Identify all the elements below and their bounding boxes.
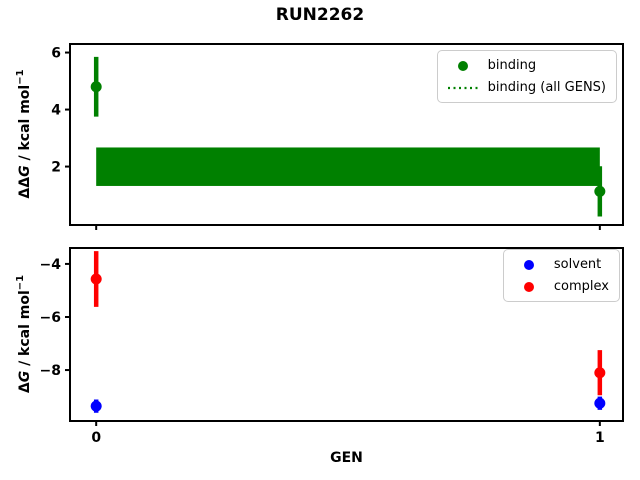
top-y-axis-label: ΔΔG / kcal mol−1 xyxy=(15,69,33,198)
panel0-ytick-label-1: 4 xyxy=(51,103,61,119)
solvent-marker-icon xyxy=(512,259,546,270)
ylabel-bottom-variable: G xyxy=(16,370,33,383)
legend-label-binding: binding xyxy=(487,58,537,73)
ylabel-top-units: / kcal mol xyxy=(16,84,33,166)
ylabel-bottom-prefix: Δ xyxy=(16,382,33,394)
complex-point-1 xyxy=(594,367,606,379)
blue-dot-icon xyxy=(523,259,534,270)
panel1-ytick-label-0: −8 xyxy=(40,363,61,379)
panel1-ytick-label-1: −6 xyxy=(40,310,61,326)
ylabel-top-exponent: −1 xyxy=(15,69,27,85)
legend-item-solvent: solvent xyxy=(512,257,609,272)
solvent-point-1 xyxy=(594,397,606,409)
complex-marker-icon xyxy=(512,281,546,292)
legend-item-binding-all-gens: binding (all GENS) xyxy=(446,80,606,95)
legend-item-complex: complex xyxy=(512,279,609,294)
ylabel-top-prefix: ΔΔ xyxy=(16,176,33,199)
binding-point-0 xyxy=(90,81,102,93)
panel0-ytick-label-0: 2 xyxy=(51,160,61,176)
xtick-label-1: 1 xyxy=(595,430,605,446)
panel1-frame xyxy=(69,247,624,422)
complex-point-0 xyxy=(90,273,102,285)
ylabel-bottom-units: / kcal mol xyxy=(16,290,33,371)
legend-label-complex: complex xyxy=(553,279,609,294)
panel0-ytick-label-2: 6 xyxy=(51,46,61,62)
dotted-line-glyph xyxy=(447,86,478,89)
xtick-label-0: 0 xyxy=(91,430,101,446)
bottom-y-axis-label: ΔG / kcal mol−1 xyxy=(15,275,33,393)
red-dot-icon xyxy=(523,281,534,292)
panel0-frame xyxy=(69,43,624,226)
green-dot-icon xyxy=(457,60,468,71)
figure-title: RUN2262 xyxy=(275,5,365,25)
solvent-point-0 xyxy=(90,400,102,412)
panel0-band xyxy=(96,147,600,186)
ylabel-bottom-exponent: −1 xyxy=(15,274,27,291)
legend-label-binding-all-gens: binding (all GENS) xyxy=(487,80,606,95)
dotted-line-icon xyxy=(446,85,480,91)
legend-item-binding: binding xyxy=(446,58,606,73)
ylabel-top-variable: G xyxy=(16,165,33,177)
legend-binding: binding binding (all GENS) xyxy=(436,50,617,103)
panel1-ytick-label-2: −4 xyxy=(40,257,62,273)
x-axis-label: GEN xyxy=(330,450,363,466)
binding-point-1 xyxy=(594,185,606,197)
legend-label-solvent: solvent xyxy=(553,257,602,272)
binding-marker-icon xyxy=(446,60,480,71)
legend-dg: solvent complex xyxy=(502,249,620,302)
